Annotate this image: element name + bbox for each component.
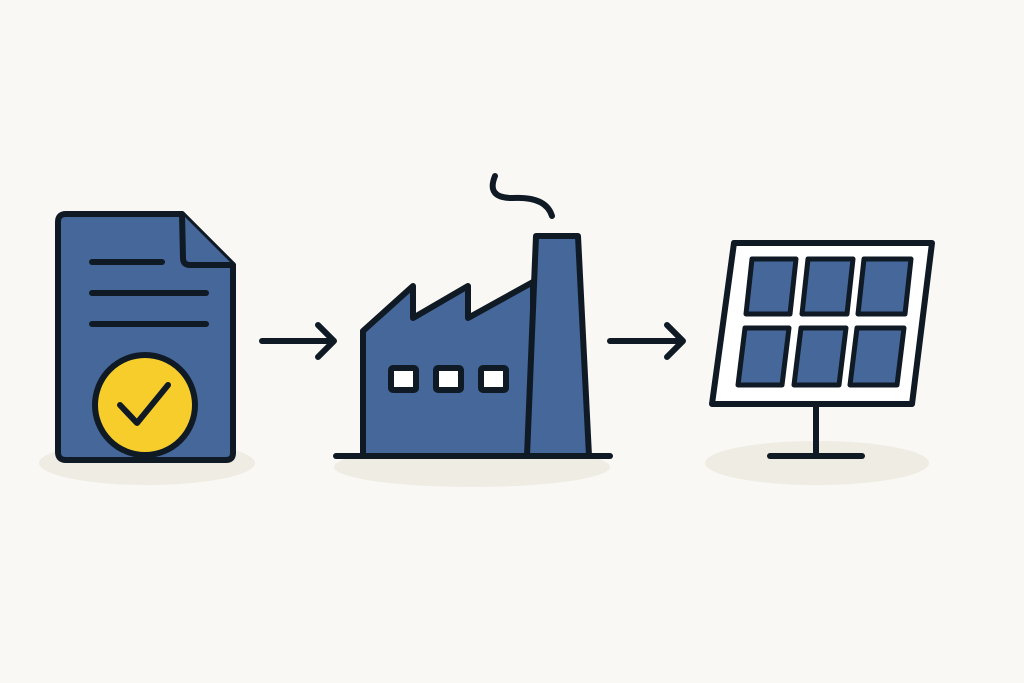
factory-icon: [333, 173, 613, 487]
solar-cell: [847, 325, 907, 388]
factory-window: [388, 365, 419, 393]
arrow-right-icon: [607, 322, 686, 360]
arrow-right-icon: [259, 322, 337, 360]
solar-cell: [799, 256, 856, 317]
factory-window: [433, 365, 464, 393]
approved-document-icon: [39, 211, 255, 485]
solar-cell: [791, 325, 849, 388]
panel-cells: [735, 256, 914, 388]
solar-cell: [735, 325, 792, 388]
factory-chimney: [524, 233, 592, 459]
solar-cell: [855, 256, 914, 317]
factory-window: [478, 365, 509, 393]
approval-badge: [92, 352, 198, 458]
checkmark-icon: [117, 382, 171, 426]
solar-cell: [743, 256, 799, 317]
smoke-plume: [489, 173, 555, 219]
solar-panel-icon: [705, 240, 935, 485]
document-folded-corner: [179, 211, 236, 268]
ground-shadow: [705, 441, 929, 485]
